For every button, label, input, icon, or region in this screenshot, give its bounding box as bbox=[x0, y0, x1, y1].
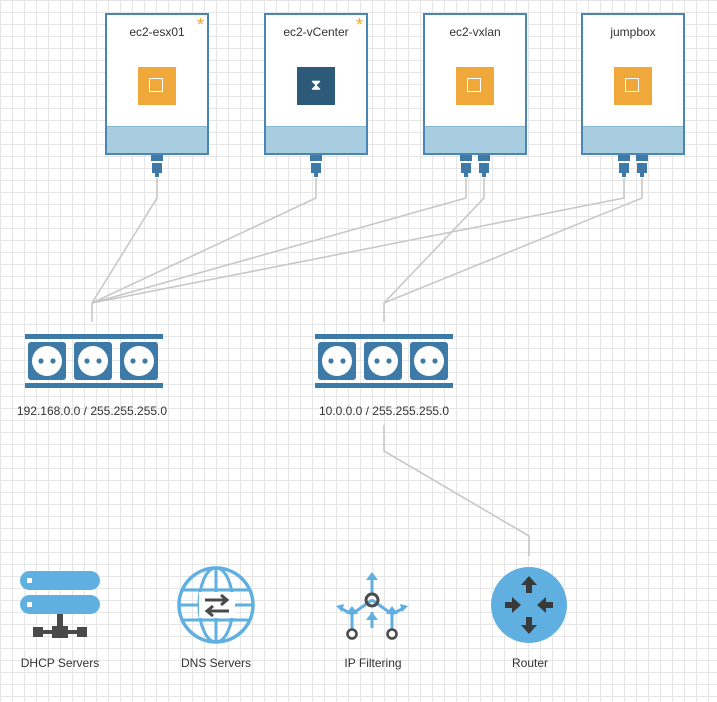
vm-node-ec2-esx01[interactable]: ec2-esx01 * bbox=[105, 13, 209, 155]
service-label-dns: DNS Servers bbox=[180, 656, 251, 670]
nic-vcenter-1 bbox=[310, 155, 322, 177]
service-label-dhcp: DHCP Servers bbox=[20, 656, 100, 670]
instance-icon bbox=[138, 67, 176, 105]
vm-footer bbox=[107, 126, 207, 153]
ip-filtering-icon[interactable] bbox=[336, 572, 408, 640]
link-esx01-net1 bbox=[91, 178, 158, 322]
switch-port-icon bbox=[364, 342, 402, 380]
link-jumpbox-net2 bbox=[383, 178, 643, 304]
vm-name: ec2-vCenter bbox=[283, 25, 349, 39]
network-switch-192[interactable] bbox=[25, 334, 163, 388]
link-net2-router bbox=[383, 425, 530, 556]
vm-footer bbox=[425, 126, 525, 153]
vm-node-jumpbox[interactable]: jumpbox bbox=[581, 13, 685, 155]
link-vcenter-net1 bbox=[91, 178, 317, 304]
instance-icon bbox=[614, 67, 652, 105]
vm-node-ec2-vxlan[interactable]: ec2-vxlan bbox=[423, 13, 527, 155]
switch-port-icon bbox=[120, 342, 158, 380]
switch-port-icon bbox=[410, 342, 448, 380]
nic-vxlan-1 bbox=[460, 155, 472, 177]
nic-esx01-1 bbox=[151, 155, 163, 177]
dns-globe-icon[interactable] bbox=[177, 566, 255, 644]
instance-icon bbox=[456, 67, 494, 105]
hourglass-icon: ⧗ bbox=[297, 67, 335, 105]
nic-jumpbox-2 bbox=[636, 155, 648, 177]
vm-footer bbox=[266, 126, 366, 153]
network-label-10: 10.0.0.0 / 255.255.255.0 bbox=[318, 404, 450, 418]
switch-port-icon bbox=[318, 342, 356, 380]
link-vxlan-net1 bbox=[91, 178, 467, 304]
star-icon: * bbox=[355, 15, 363, 35]
network-label-192: 192.168.0.0 / 255.255.255.0 bbox=[16, 404, 168, 418]
router-icon[interactable] bbox=[491, 567, 567, 643]
vm-footer bbox=[583, 126, 683, 153]
vm-name: jumpbox bbox=[610, 25, 656, 39]
link-vxlan-net2 bbox=[383, 178, 485, 322]
link-jumpbox-net1 bbox=[91, 178, 625, 304]
nic-vxlan-2 bbox=[478, 155, 490, 177]
service-label-router: Router bbox=[511, 656, 549, 670]
service-label-ip-filtering: IP Filtering bbox=[344, 656, 402, 670]
dhcp-server-icon[interactable] bbox=[20, 571, 100, 638]
switch-port-icon bbox=[74, 342, 112, 380]
switch-port-icon bbox=[28, 342, 66, 380]
network-switch-10[interactable] bbox=[315, 334, 453, 388]
star-icon: * bbox=[196, 15, 204, 35]
vm-node-ec2-vcenter[interactable]: ec2-vCenter * ⧗ bbox=[264, 13, 368, 155]
vm-name: ec2-vxlan bbox=[449, 25, 501, 39]
vm-name: ec2-esx01 bbox=[129, 25, 185, 39]
nic-jumpbox-1 bbox=[618, 155, 630, 177]
